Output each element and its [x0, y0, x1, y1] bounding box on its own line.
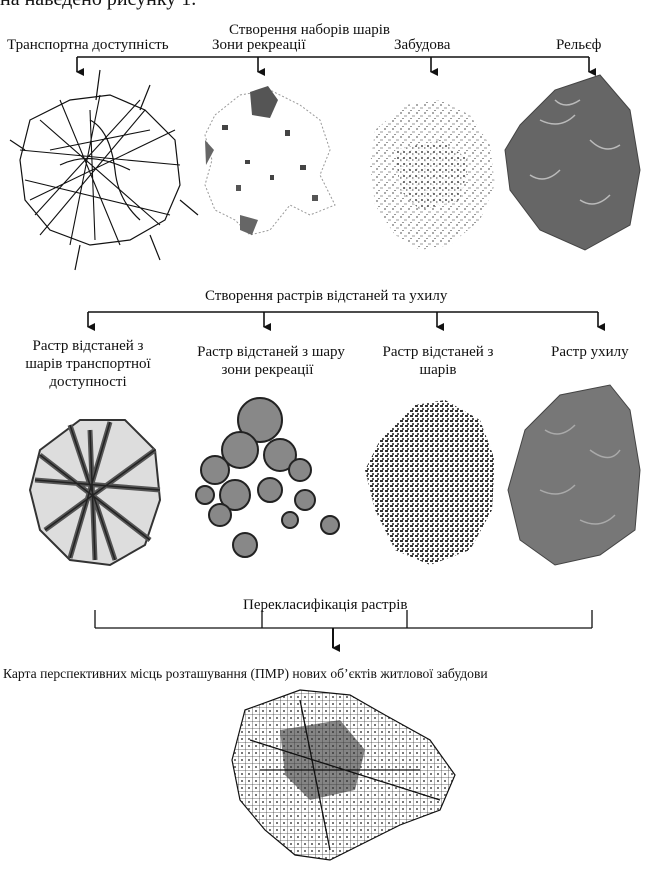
buildings-distance-raster: [365, 400, 495, 565]
stage1-connector: [77, 57, 589, 72]
buildings-map: [370, 100, 495, 250]
relief-map: [505, 75, 640, 250]
recreation-zones-map: [205, 86, 335, 235]
prospective-locations-map: [232, 690, 455, 860]
transport-distance-raster: [30, 420, 160, 565]
stage2-connector: [88, 312, 598, 327]
recreation-distance-raster: [196, 398, 339, 557]
reclassification-bracket: [95, 610, 592, 648]
transport-network-map: [10, 70, 198, 270]
slope-raster: [508, 385, 640, 565]
